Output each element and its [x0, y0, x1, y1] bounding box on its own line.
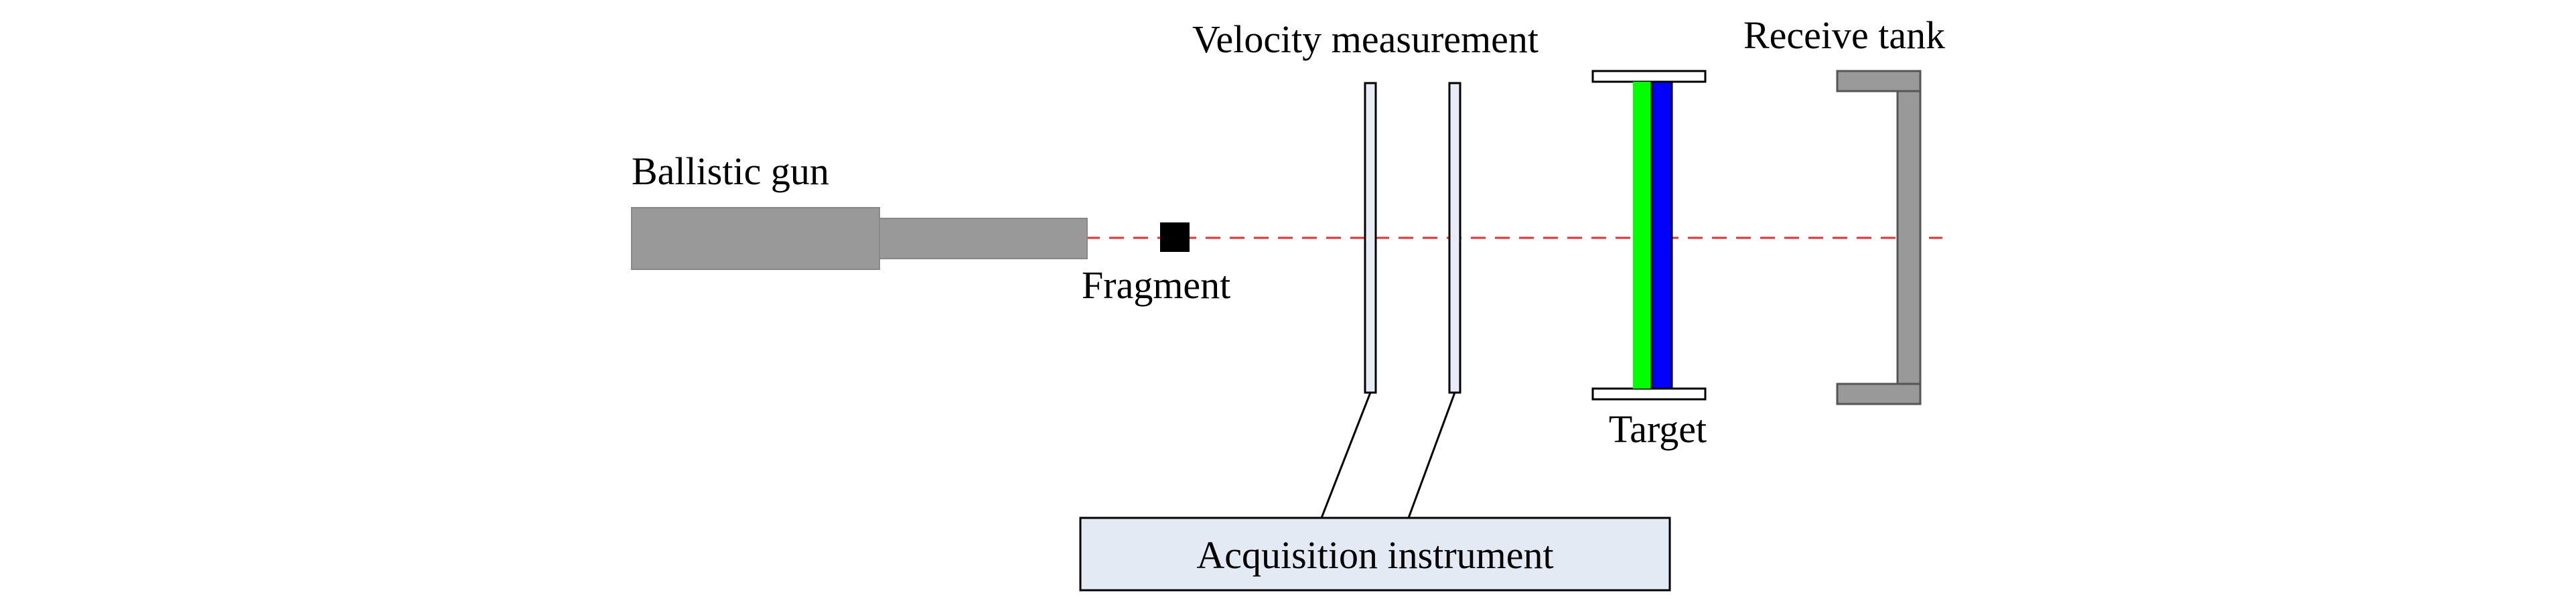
receive-tank	[1836, 70, 1922, 405]
wire-1	[1320, 392, 1372, 519]
instrument-label: Acquisition instrument	[1196, 533, 1553, 577]
acquisition-instrument	[1079, 517, 1671, 592]
tank-top	[1836, 70, 1922, 92]
target-bottom-flange	[1591, 387, 1707, 401]
wire-2	[1407, 392, 1456, 519]
fragment-label: Fragment	[1082, 263, 1230, 307]
fragment	[1160, 222, 1190, 252]
target-back-layer	[1650, 80, 1673, 390]
target-top-flange	[1591, 70, 1707, 83]
target-label: Target	[1609, 407, 1707, 451]
tank-wall	[1896, 90, 1922, 385]
velocity-label: Velocity measurement	[1192, 17, 1539, 61]
velocity-screen-1	[1364, 82, 1377, 394]
tank-label: Receive tank	[1743, 13, 1945, 57]
target-front-layer	[1633, 82, 1652, 389]
ballistic-gun	[631, 207, 1088, 270]
gun-label: Ballistic gun	[632, 149, 829, 193]
velocity-screen-2	[1448, 82, 1461, 394]
tank-bottom	[1836, 383, 1922, 405]
target	[1591, 70, 1707, 401]
gun-body	[631, 207, 880, 270]
gun-barrel	[879, 218, 1088, 259]
